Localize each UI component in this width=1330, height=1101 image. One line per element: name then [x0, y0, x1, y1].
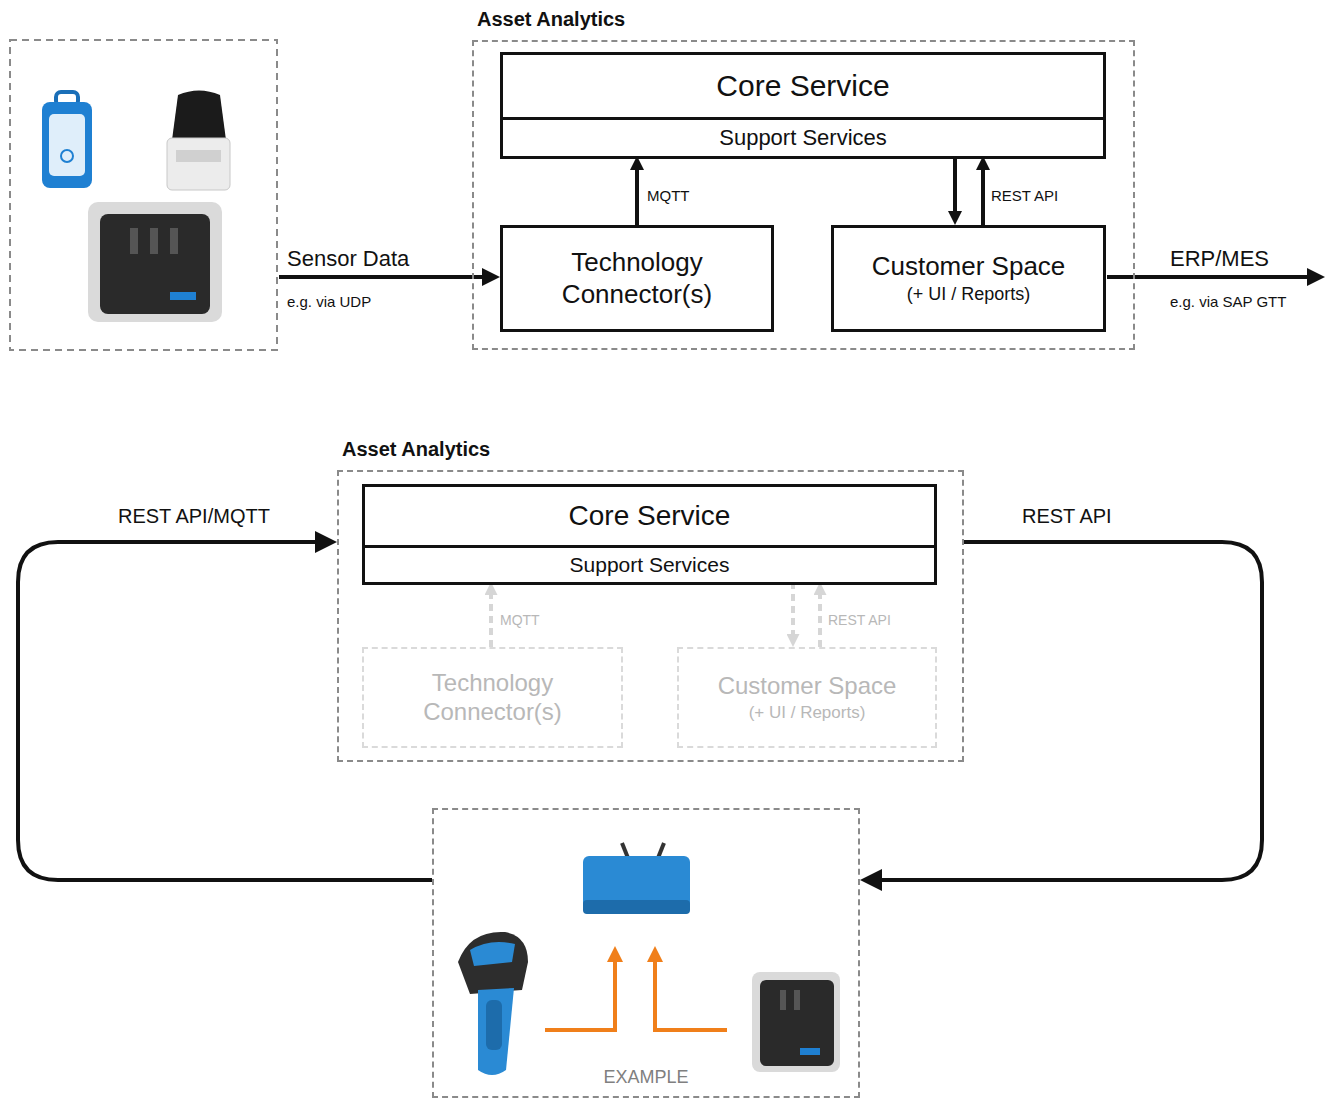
edge-label: REST API: [991, 187, 1058, 205]
component-subtitle: (+ UI / Reports): [907, 284, 1031, 306]
interface-arrow: [791, 582, 795, 634]
scanner-top: [470, 942, 515, 966]
scanner-head: [458, 932, 528, 994]
gateway-body: [583, 856, 690, 914]
antenna: [658, 843, 664, 858]
radar-housing: [88, 202, 222, 322]
scanner-grip: [478, 988, 514, 1075]
interface-arrow: [981, 170, 985, 225]
radar-sensor: [752, 972, 840, 1072]
service-title: Core Service: [569, 499, 731, 533]
edge-label: REST API/MQTT: [118, 504, 270, 528]
gateway-edge: [583, 900, 690, 914]
flow-note: e.g. via SAP GTT: [1170, 293, 1286, 311]
interface-arrow: [818, 595, 822, 647]
flow-label: Sensor Data: [287, 246, 409, 272]
radar-sensor: [88, 202, 222, 322]
edge-label: REST API: [828, 612, 891, 629]
title-area: Core Service: [503, 55, 1103, 117]
interface-arrow: [635, 170, 639, 225]
component-subtitle: (+ UI / Reports): [749, 703, 866, 723]
feedback-arrow: [882, 542, 1262, 880]
example-label: EXAMPLE: [434, 1067, 858, 1088]
component-title: Customer Space: [718, 672, 897, 701]
boundary-title: Asset Analytics: [342, 438, 490, 461]
example-group: EXAMPLE: [432, 808, 860, 1098]
laser-scanner: [167, 91, 230, 191]
scanner-dome: [172, 91, 226, 141]
data-flow-arrow: [655, 962, 727, 1030]
tag-face: [49, 114, 85, 176]
radar-front: [100, 214, 210, 314]
inactive-component-box: Technology Connector(s): [362, 647, 623, 748]
boundary-title: Asset Analytics: [477, 8, 625, 31]
service-box: Core ServiceSupport Services: [500, 52, 1106, 159]
gateway-device: [583, 843, 690, 914]
antenna: [622, 843, 628, 858]
radar-slot: [130, 228, 138, 254]
radar-badge: [170, 292, 196, 300]
sensor-group-outline: [10, 40, 277, 350]
inactive-component-box: Customer Space(+ UI / Reports): [677, 647, 937, 748]
scanner-trigger: [486, 1000, 502, 1050]
data-flow-arrow: [545, 962, 615, 1030]
band-label: Support Services: [570, 552, 730, 577]
band-label: Support Services: [719, 125, 887, 151]
flow-note: e.g. via UDP: [287, 293, 371, 311]
handheld-scanner: [458, 932, 528, 1075]
component-title: Technology Connector(s): [550, 247, 725, 309]
component-box: Customer Space(+ UI / Reports): [831, 225, 1106, 332]
interface-arrow: [953, 156, 957, 211]
scanner-panel: [176, 150, 221, 162]
component-box: Technology Connector(s): [500, 225, 774, 332]
sensor-data-arrow: [279, 275, 482, 279]
interface-arrow: [489, 595, 493, 647]
service-title: Core Service: [716, 68, 889, 104]
service-band: Support Services: [365, 545, 934, 582]
scanner-base: [167, 138, 230, 190]
radar-housing: [752, 972, 840, 1072]
component-title: Technology Connector(s): [410, 669, 575, 727]
erp-arrow: [1107, 275, 1307, 279]
flow-label: ERP/MES: [1170, 246, 1269, 272]
radar-slot: [170, 228, 178, 254]
tag-body: [42, 102, 92, 188]
edge-label: REST API: [1022, 504, 1112, 528]
title-area: Core Service: [365, 487, 934, 545]
radar-slot: [150, 228, 158, 254]
service-box: Core ServiceSupport Services: [362, 484, 937, 585]
radar-badge: [800, 1048, 820, 1055]
tag-button: [61, 150, 73, 162]
radar-front: [760, 980, 834, 1066]
edge-label: MQTT: [500, 612, 540, 629]
radar-slot: [780, 990, 786, 1010]
tag-sensor: [42, 92, 92, 188]
service-band: Support Services: [503, 117, 1103, 156]
edge-label: MQTT: [647, 187, 690, 205]
radar-slot: [794, 990, 800, 1010]
component-title: Customer Space: [872, 251, 1066, 282]
